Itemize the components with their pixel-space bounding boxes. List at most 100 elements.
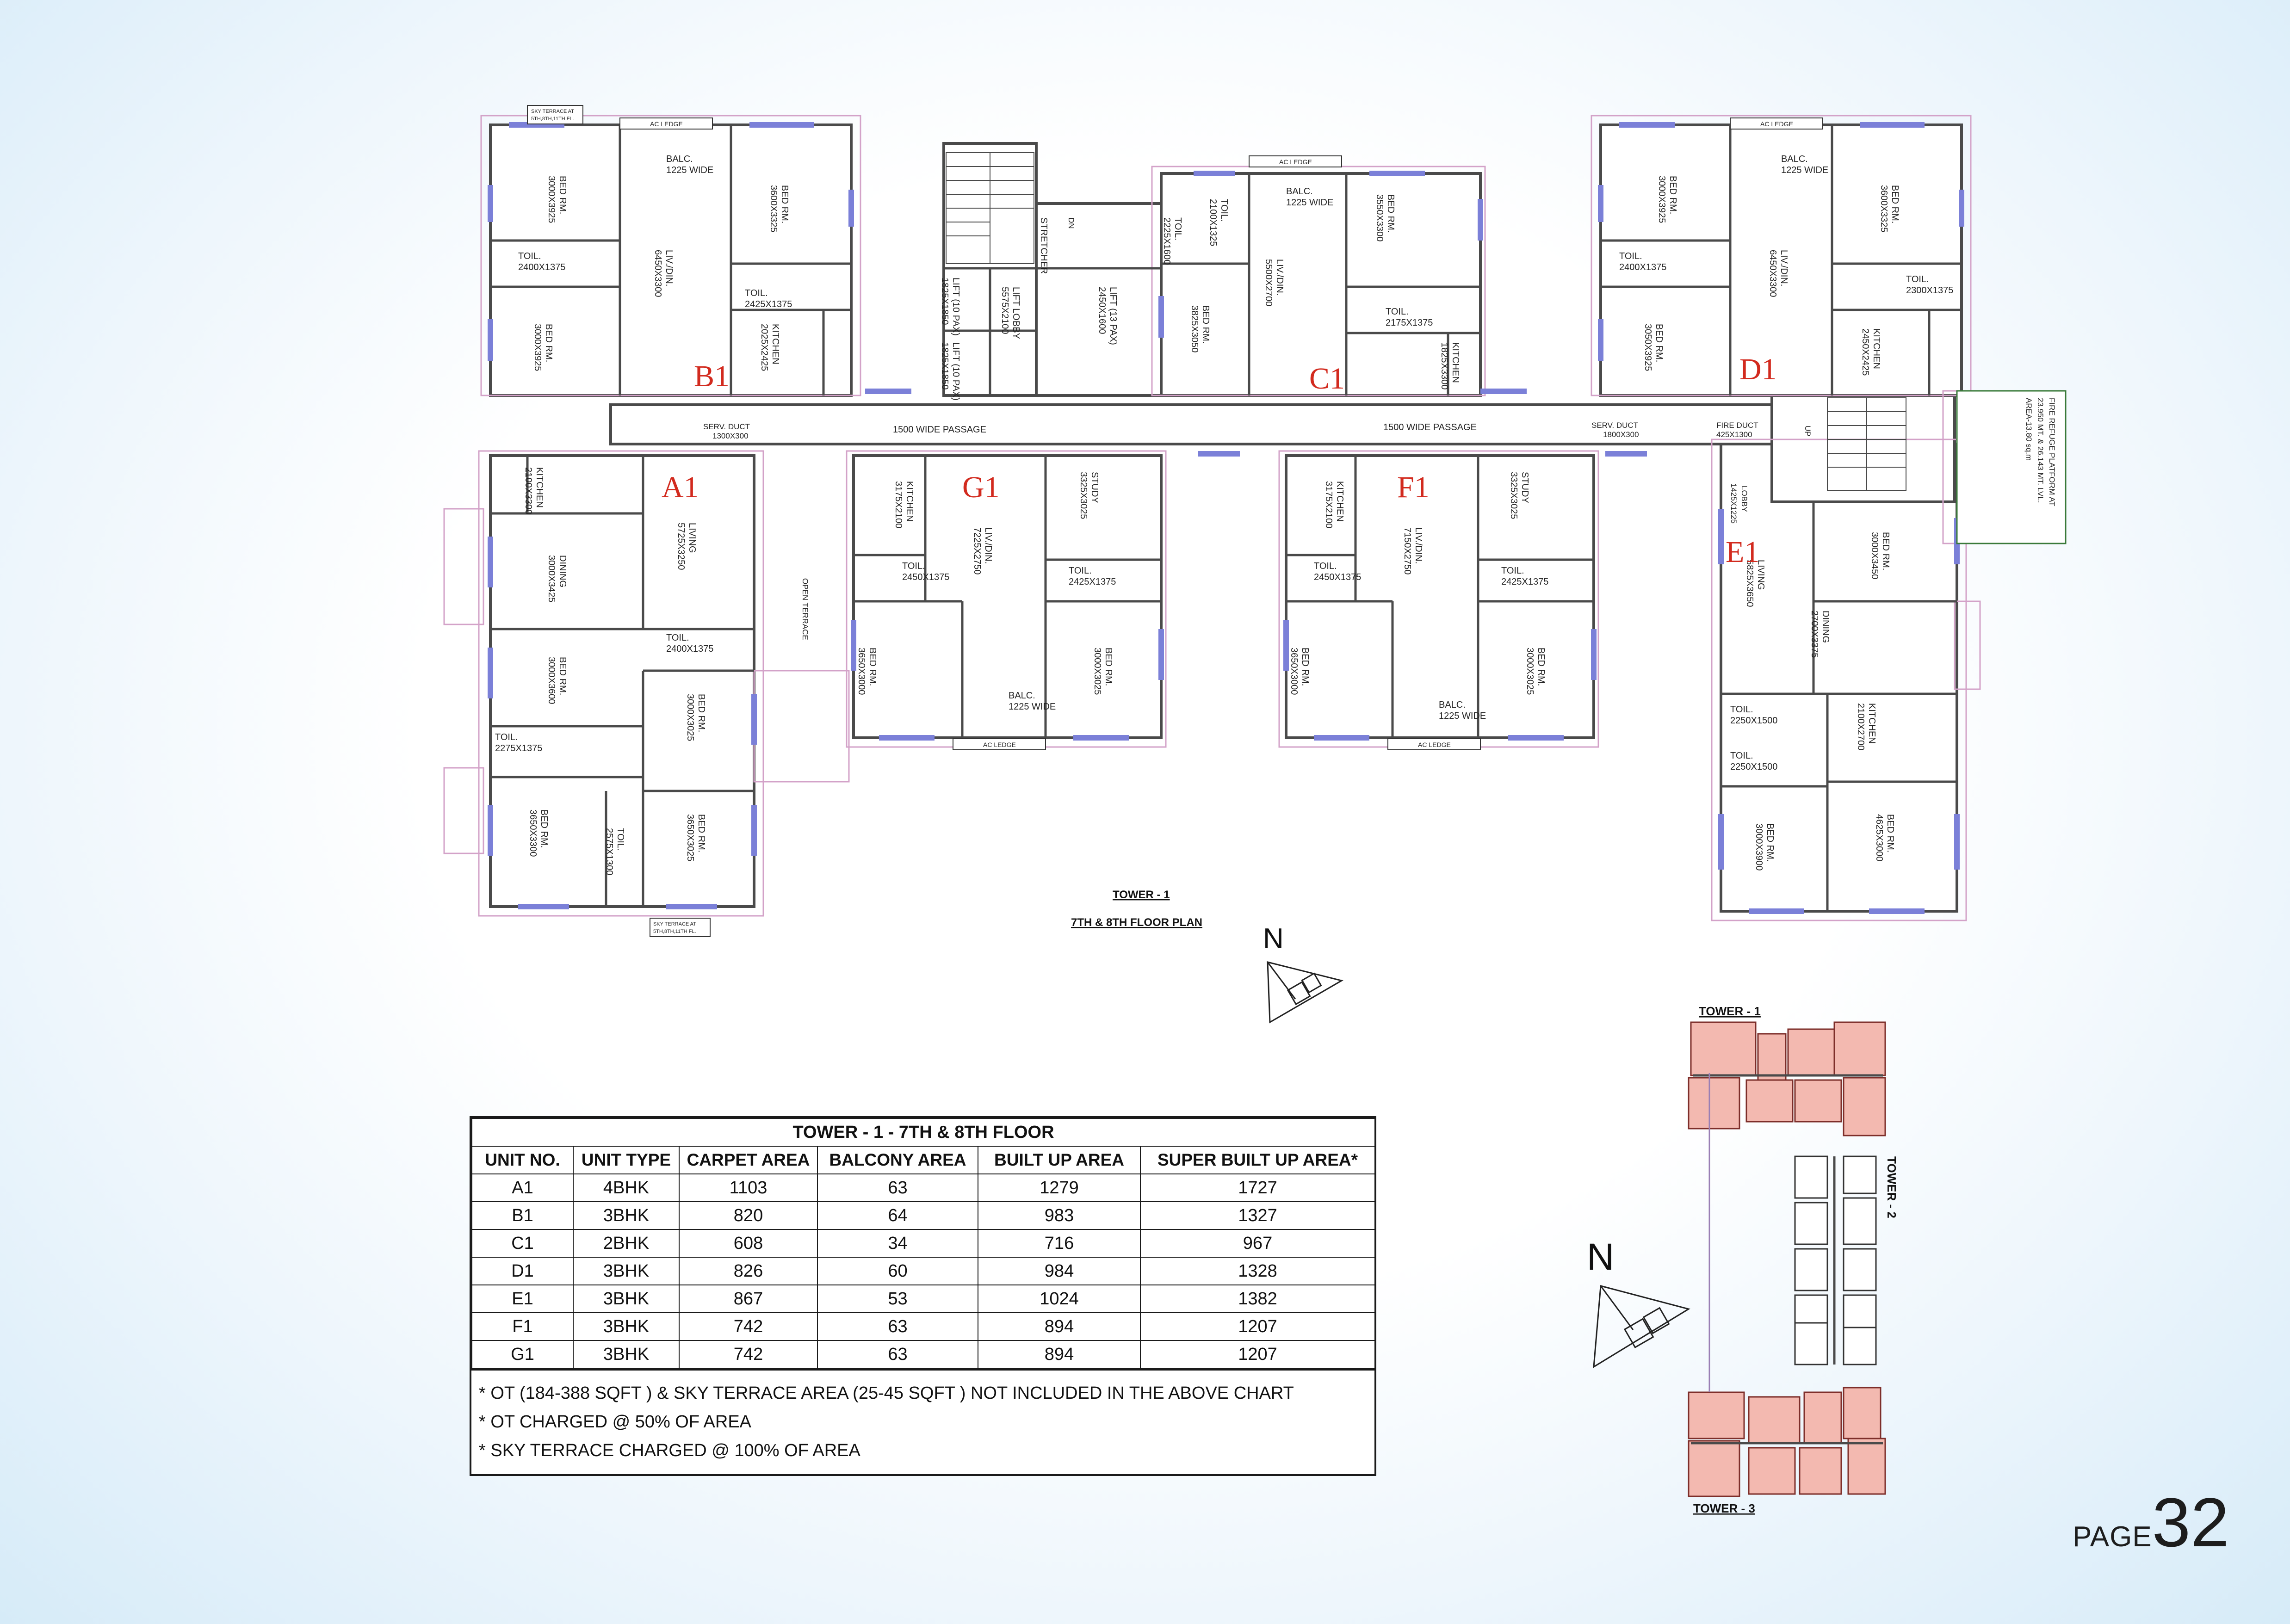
- room-name: LIV./DIN.: [1413, 527, 1424, 564]
- room-c1-toil3: TOIL.2175X1375: [1386, 307, 1433, 328]
- table-cell: 3BHK: [573, 1201, 680, 1230]
- serv-duct-right-label: SERV. DUCT: [1591, 421, 1638, 430]
- room-name: TOIL.: [1619, 251, 1642, 261]
- room-name: BED RM.: [557, 657, 568, 695]
- room-f1-balc: BALC.1225 WIDE: [1439, 700, 1486, 721]
- room-dimension: 2175X1375: [1386, 318, 1433, 328]
- room-name: LIFT (13 PAX): [1108, 287, 1118, 345]
- table-title: TOWER - 1 - 7TH & 8TH FLOOR: [471, 1118, 1375, 1147]
- table-cell: 1103: [679, 1173, 818, 1202]
- table-cell: 63: [817, 1340, 978, 1369]
- room-c1-bed2: BED RM.3825X3050: [1189, 305, 1211, 352]
- room-b1-toil1: TOIL.2400X1375: [518, 251, 565, 272]
- page-label: PAGE: [2073, 1521, 2152, 1553]
- room-dimension: 3000X3425: [546, 555, 557, 602]
- table-cell: 60: [817, 1257, 978, 1285]
- ac-ledge-f1: AC LEDGE: [1418, 741, 1451, 748]
- room-dimension: 2575X1300: [604, 828, 614, 875]
- room-e1-bed1: BED RM.3000X3450: [1869, 532, 1891, 579]
- room-c1-stretcher: STRETCHER: [1039, 217, 1049, 274]
- sky-terrace-floors-tag: 5TH,8TH,11TH FL.: [531, 116, 574, 122]
- corridor-labels: 1500 WIDE PASSAGE 1500 WIDE PASSAGE SERV…: [703, 217, 2056, 640]
- room-name: DINING: [557, 555, 568, 587]
- room-dimension: 3000X3025: [685, 694, 695, 741]
- table-header-row: UNIT NO. UNIT TYPE CARPET AREA BALCONY A…: [471, 1146, 1375, 1174]
- room-dimension: 3000X3025: [1092, 648, 1102, 695]
- table-cell: 894: [978, 1312, 1141, 1341]
- table-cell: 2BHK: [573, 1229, 680, 1258]
- room-dimension: 2025X2425: [759, 324, 769, 371]
- room-name: BED RM.: [1536, 648, 1546, 686]
- room-dimension: 3825X3050: [1189, 305, 1200, 352]
- table-cell: E1: [471, 1284, 574, 1313]
- room-dimension: 1225 WIDE: [1781, 165, 1828, 175]
- room-name: LIV./DIN.: [983, 527, 993, 564]
- room-name: TOIL.: [518, 251, 541, 261]
- table-cell: G1: [471, 1340, 574, 1369]
- room-a1-toil2: TOIL.2275X1375: [495, 732, 542, 753]
- room-g1-bed1: BED RM.3650X3000: [856, 648, 878, 695]
- room-name: LIV./DIN.: [1275, 259, 1285, 296]
- area-grid: TOWER - 1 - 7TH & 8TH FLOOR UNIT NO. UNI…: [471, 1118, 1375, 1369]
- page-number-value: 32: [2152, 1483, 2229, 1561]
- room-dimension: 1825X1850: [940, 278, 950, 325]
- room-a1-bed2: BED RM.3000X3025: [685, 694, 706, 741]
- room-dimension: 3000X3925: [532, 324, 543, 371]
- col-carpet-area: CARPET AREA: [679, 1146, 818, 1174]
- note-3: * SKY TERRACE CHARGED @ 100% OF AREA: [479, 1441, 860, 1460]
- room-dimension: 3000X3925: [546, 176, 557, 223]
- room-f1-toil1: TOIL.2450X1375: [1314, 561, 1361, 582]
- table-cell: B1: [471, 1201, 574, 1230]
- windows: [488, 122, 1964, 914]
- refuge-label-1: FIRE REFUGE PLATFORM AT: [2048, 398, 2056, 506]
- room-dimension: 3600X3325: [768, 185, 779, 232]
- plan-title: TOWER - 1: [1113, 889, 1170, 901]
- room-dimension: 2250X1500: [1730, 716, 1777, 726]
- table-cell: 820: [679, 1201, 818, 1230]
- table-cell: 1024: [978, 1284, 1141, 1313]
- room-name: LIVING: [687, 523, 697, 553]
- room-f1-toil2: TOIL.2425X1375: [1501, 566, 1548, 587]
- room-name: TOIL.: [1069, 566, 1092, 576]
- room-name: TOIL.: [1730, 704, 1753, 715]
- table-cell: 867: [679, 1284, 818, 1313]
- room-d1-liv: LIV./DIN.6450X3300: [1768, 250, 1789, 297]
- room-dimension: 2425X1375: [1501, 577, 1548, 587]
- serv-duct-left-dim: 1300X300: [712, 432, 749, 440]
- room-dimension: 3000X3600: [546, 657, 557, 704]
- room-name: KITCHEN: [904, 481, 915, 522]
- room-dimension: 3000X3925: [1657, 176, 1667, 223]
- room-name: KITCHEN: [1335, 481, 1345, 522]
- ac-ledge-b1: AC LEDGE: [650, 120, 683, 128]
- room-dimension: 2400X1375: [1619, 262, 1666, 272]
- room-name: BED RM.: [1881, 532, 1891, 570]
- room-name: TOIL.: [1314, 561, 1337, 571]
- up-label: UP: [1803, 426, 1812, 437]
- room-name: STUDY: [1520, 472, 1530, 503]
- room-dimension: 2450X1375: [1314, 572, 1361, 582]
- lobby-label: LOBBY: [1740, 486, 1749, 512]
- dn-label: DN: [1067, 217, 1076, 229]
- room-name: STRETCHER: [1039, 217, 1049, 274]
- stair-right: [1827, 397, 1906, 491]
- room-a1-toil3: TOIL.2575X1300: [604, 828, 625, 875]
- room-name: KITCHEN: [1450, 342, 1461, 383]
- ac-ledge-d1: AC LEDGE: [1760, 120, 1793, 128]
- table-cell: 742: [679, 1312, 818, 1341]
- room-g1-toil2: TOIL.2425X1375: [1069, 566, 1116, 587]
- room-e1-bed3: BED RM.4625X3000: [1874, 814, 1895, 861]
- room-dimension: 2225X1600: [1162, 217, 1172, 265]
- key-north-label: N: [1587, 1236, 1614, 1278]
- room-name: KITCHEN: [770, 324, 780, 364]
- room-name: TOIL.: [615, 828, 625, 851]
- room-b1-toil2: TOIL.2425X1375: [745, 288, 792, 309]
- room-dimension: 3650X3000: [856, 648, 866, 695]
- north-arrow-icon: N: [1263, 923, 1343, 1024]
